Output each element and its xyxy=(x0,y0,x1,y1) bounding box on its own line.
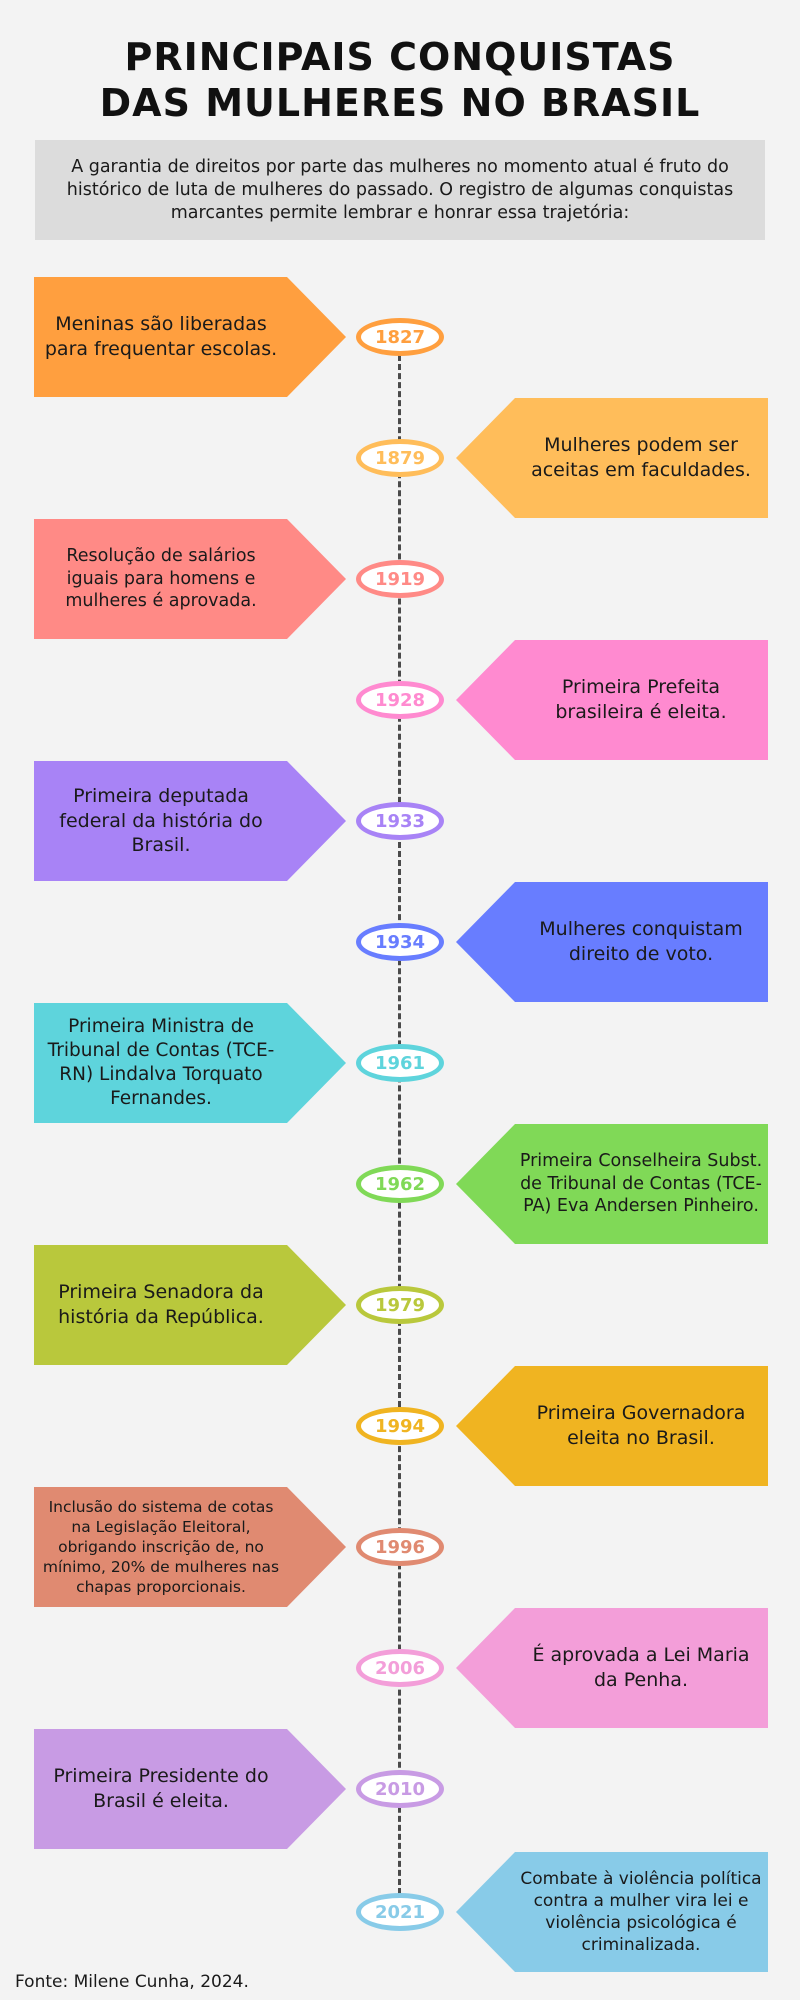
event-year: 2021 xyxy=(374,1901,426,1923)
year-badge: 1879 xyxy=(356,439,444,477)
page-title: PRINCIPAIS CONQUISTAS DAS MULHERES NO BR… xyxy=(0,34,800,126)
timeline-event: Resolução de salários iguais para homens… xyxy=(0,519,800,639)
event-box: Primeira Presidente do Brasil é eleita. xyxy=(34,1729,346,1849)
event-text: Primeira Senadora da história da Repúbli… xyxy=(58,1281,264,1328)
title-line-1: PRINCIPAIS CONQUISTAS xyxy=(124,35,676,79)
event-box: Mulheres conquistam direito de voto. xyxy=(456,882,768,1002)
event-box: Inclusão do sistema de cotas na Legislaç… xyxy=(34,1487,346,1607)
timeline-event: É aprovada a Lei Maria da Penha. 2006 xyxy=(0,1608,800,1728)
year-badge: 1928 xyxy=(356,681,444,719)
event-box: Primeira Senadora da história da Repúbli… xyxy=(34,1245,346,1365)
timeline-event: Primeira Prefeita brasileira é eleita. 1… xyxy=(0,640,800,760)
event-text: Mulheres podem ser aceitas em faculdades… xyxy=(531,434,751,481)
year-badge: 1962 xyxy=(356,1165,444,1203)
event-year: 2010 xyxy=(374,1778,426,1800)
event-box: Resolução de salários iguais para homens… xyxy=(34,519,346,639)
year-badge: 2006 xyxy=(356,1649,444,1687)
event-text: Inclusão do sistema de cotas na Legislaç… xyxy=(42,1497,280,1597)
year-badge: 2021 xyxy=(356,1893,444,1931)
event-year: 1919 xyxy=(374,568,426,590)
event-year: 1996 xyxy=(374,1536,426,1558)
event-text: Primeira Ministra de Tribunal de Contas … xyxy=(47,1015,275,1110)
event-box: Combate à violência política contra a mu… xyxy=(456,1852,768,1972)
year-badge: 1934 xyxy=(356,923,444,961)
event-year: 1827 xyxy=(374,326,426,348)
event-year: 1928 xyxy=(374,689,426,711)
timeline-event: Combate à violência política contra a mu… xyxy=(0,1852,800,1972)
timeline-event: Mulheres conquistam direito de voto. 193… xyxy=(0,882,800,1002)
timeline-event: Mulheres podem ser aceitas em faculdades… xyxy=(0,398,800,518)
event-box: Primeira Prefeita brasileira é eleita. xyxy=(456,640,768,760)
title-line-2: DAS MULHERES NO BRASIL xyxy=(99,81,701,125)
event-year: 1934 xyxy=(374,931,426,953)
year-badge: 1994 xyxy=(356,1407,444,1445)
event-text: Resolução de salários iguais para homens… xyxy=(65,545,257,612)
timeline-event: Primeira Ministra de Tribunal de Contas … xyxy=(0,1003,800,1123)
event-text: Primeira Presidente do Brasil é eleita. xyxy=(53,1765,269,1812)
source-credit: Fonte: Milene Cunha, 2024. xyxy=(15,1972,249,1992)
year-badge: 2010 xyxy=(356,1770,444,1808)
event-text: Primeira Conselheira Subst. de Tribunal … xyxy=(519,1150,763,1217)
year-badge: 1979 xyxy=(356,1286,444,1324)
year-badge: 1961 xyxy=(356,1044,444,1082)
year-badge: 1996 xyxy=(356,1528,444,1566)
event-year: 1994 xyxy=(374,1415,426,1437)
intro-text: A garantia de direitos por parte das mul… xyxy=(66,156,734,223)
event-text: Primeira Prefeita brasileira é eleita. xyxy=(555,676,727,723)
event-year: 1933 xyxy=(374,810,426,832)
event-box: Primeira Ministra de Tribunal de Contas … xyxy=(34,1003,346,1123)
event-box: Primeira deputada federal da história do… xyxy=(34,761,346,881)
event-year: 2006 xyxy=(374,1657,426,1679)
event-text: Primeira Governadora eleita no Brasil. xyxy=(536,1402,746,1449)
timeline-event: Inclusão do sistema de cotas na Legislaç… xyxy=(0,1487,800,1607)
timeline-event: Primeira Governadora eleita no Brasil. 1… xyxy=(0,1366,800,1486)
event-year: 1979 xyxy=(374,1294,426,1316)
year-badge: 1919 xyxy=(356,560,444,598)
timeline-event: Primeira Senadora da história da Repúbli… xyxy=(0,1245,800,1365)
timeline-event: Primeira deputada federal da história do… xyxy=(0,761,800,881)
intro-box: A garantia de direitos por parte das mul… xyxy=(35,140,765,240)
event-text: Primeira deputada federal da história do… xyxy=(59,784,263,857)
year-badge: 1933 xyxy=(356,802,444,840)
event-year: 1962 xyxy=(374,1173,426,1195)
event-text: Mulheres conquistam direito de voto. xyxy=(539,918,743,965)
event-text: Combate à violência política contra a mu… xyxy=(520,1868,762,1956)
event-box: Meninas são liberadas para frequentar es… xyxy=(34,277,346,397)
year-badge: 1827 xyxy=(356,318,444,356)
event-box: Primeira Governadora eleita no Brasil. xyxy=(456,1366,768,1486)
event-year: 1961 xyxy=(374,1052,426,1074)
timeline-event: Primeira Presidente do Brasil é eleita. … xyxy=(0,1729,800,1849)
event-text: Meninas são liberadas para frequentar es… xyxy=(44,313,278,360)
timeline-event: Meninas são liberadas para frequentar es… xyxy=(0,277,800,397)
event-text: É aprovada a Lei Maria da Penha. xyxy=(532,1644,750,1691)
event-year: 1879 xyxy=(374,447,426,469)
event-box: É aprovada a Lei Maria da Penha. xyxy=(456,1608,768,1728)
timeline-event: Primeira Conselheira Subst. de Tribunal … xyxy=(0,1124,800,1244)
event-box: Mulheres podem ser aceitas em faculdades… xyxy=(456,398,768,518)
event-box: Primeira Conselheira Subst. de Tribunal … xyxy=(456,1124,768,1244)
timeline-line xyxy=(398,337,401,1912)
